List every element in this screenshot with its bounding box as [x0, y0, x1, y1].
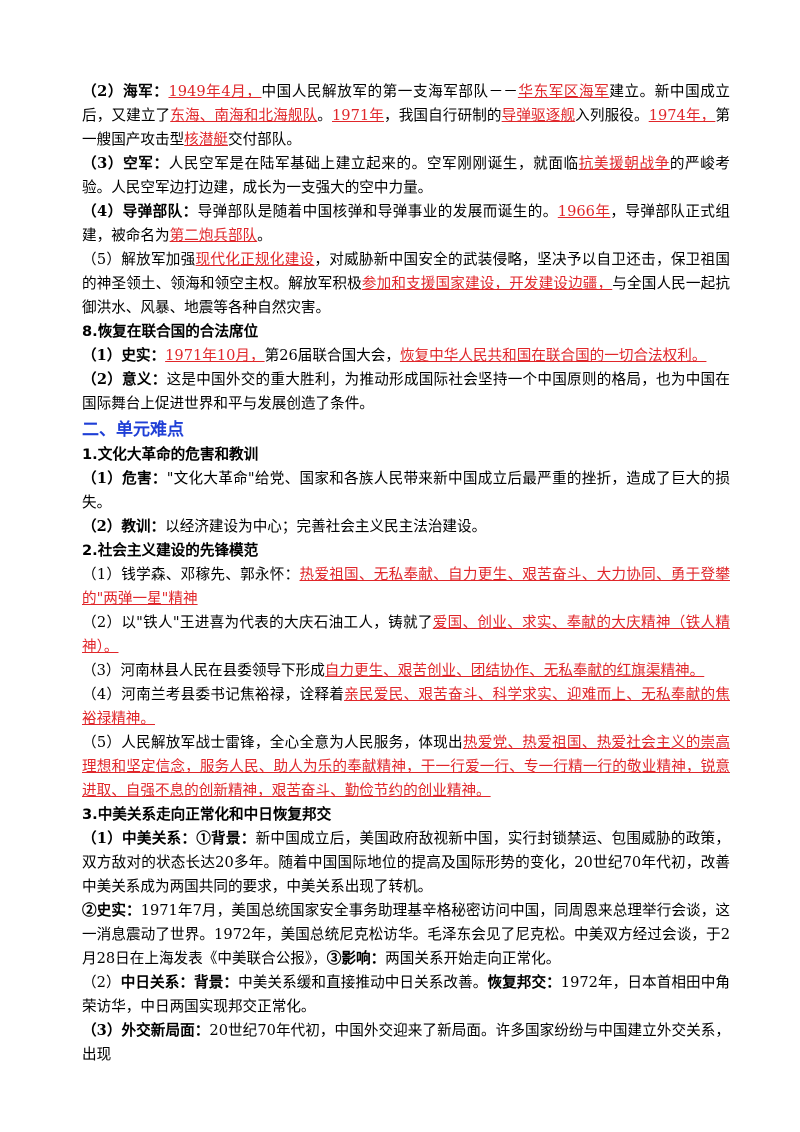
highlight: 1971年10月， — [165, 347, 265, 364]
highlight: 自力更生、艰苦创业、团结协作、无私奉献的红旗渠精神。 — [324, 662, 705, 679]
paragraph-un-significance: （2）意义：这是中国外交的重大胜利，为推动形成国际社会坚持一个中国原则的格局，也… — [82, 368, 730, 416]
text: 导弹部队是随着中国核弹和导弹事业的发展而诞生的。 — [197, 203, 558, 220]
text: （1）钱学森、邓稼先、郭永怀： — [82, 566, 300, 583]
highlight: 第二炮兵部队 — [169, 227, 258, 244]
label-sino-japan: 中日关系：背景： — [120, 974, 239, 991]
highlight: 热爱党、热爱祖国、热爱社会主义的崇高理想和坚定信念，服务人民、助人为乐的奉献精神… — [82, 734, 730, 799]
label-normalization: 恢复邦交： — [487, 974, 561, 991]
text: 两国关系开始走向正常化。 — [385, 950, 561, 967]
text: ，我国自行研制的 — [383, 107, 502, 124]
paragraph-jiao-yulu: （4）河南兰考县委书记焦裕禄，诠释着亲民爱民、艰苦奋斗、科学求实、迎难而上、无私… — [82, 683, 730, 731]
paragraph-new-diplomacy: （3）外交新局面：20世纪70年代初，中国外交迎来了新局面。许多国家纷纷与中国建… — [82, 1019, 730, 1067]
text: 。 — [317, 107, 333, 124]
text: 中国人民解放军的第一支海军部队－－ — [261, 83, 518, 100]
label-background: （1）中美关系：①背景： — [82, 830, 256, 847]
highlight: 爱国、创业、求实、奉献的大庆精神（铁人精神）。 — [82, 614, 730, 655]
highlight: 抗美援朝战争 — [578, 155, 670, 172]
text: （2） — [82, 974, 121, 991]
text: 的严峻考验。人民空军边打边建，成长为一支强大的空中力量。 — [82, 155, 730, 196]
highlight: 1966年 — [557, 203, 611, 220]
paragraph-lei-feng: （5）人民解放军战士雷锋，全心全意为人民服务，体现出热爱党、热爱祖国、热爱社会主… — [82, 731, 730, 803]
highlight: 热爱祖国、无私奉献、自力更生、艰苦奋斗、大力协同、勇于登攀的"两弹一星"精神 — [82, 566, 730, 607]
text: 与全国人民一起抗御洪水、风暴、地震等各种自然灾害。 — [82, 275, 730, 316]
text: 1972年，日本首相田中角荣访华，中日两国实现邦交正常化。 — [82, 974, 730, 1015]
paragraph-sino-japan: （2）中日关系：背景：中美关系缓和直接推动中日关系改善。恢复邦交：1972年，日… — [82, 971, 730, 1019]
text: 交付部队。 — [227, 131, 301, 148]
heading-sino-us-japan: 3.中美关系走向正常化和中日恢复邦交 — [82, 806, 332, 823]
paragraph-missile: （4）导弹部队：导弹部队是随着中国核弹和导弹事业的发展而诞生的。1966年，导弹… — [82, 200, 730, 248]
label-history: （1）史实： — [82, 347, 166, 364]
label-harm: （1）危害： — [82, 470, 167, 487]
label-significance: （2）意义： — [82, 371, 167, 388]
text: （5）解放军加强 — [82, 251, 196, 268]
text: ，导弹部队正式组建，被命名为 — [82, 203, 730, 244]
text: （3）河南林县人民在县委领导下形成 — [82, 662, 325, 679]
paragraph-harm: （1）危害："文化大革命"给党、国家和各族人民带来新中国成立后最严重的挫折，造成… — [82, 467, 730, 515]
highlight: 1971年 — [332, 107, 384, 124]
text: 建立。新中国成立后，又建立了 — [82, 83, 730, 124]
text: 这是中国外交的重大胜利，为推动形成国际社会坚持一个中国原则的格局，也为中国在国际… — [82, 371, 730, 412]
text: 入列服役。 — [575, 107, 649, 124]
text: 1971年7月，美国总统国家安全事务助理基辛格秘密访问中国，同周恩来总理举行会谈… — [82, 902, 730, 967]
heading-un-seat: 8.恢复在联合国的合法席位 — [82, 323, 259, 340]
text: 中美关系缓和直接推动中日关系改善。 — [238, 974, 488, 991]
highlight: 1974年， — [648, 107, 716, 124]
paragraph-pla: （5）解放军加强现代化正规化建设，对威胁新中国安全的武装侵略，坚决予以自卫还击，… — [82, 248, 730, 320]
paragraph-un-history: （1）史实：1971年10月，第26届联合国大会，恢复中华人民共和国在联合国的一… — [82, 344, 730, 368]
highlight: 导弹驱逐舰 — [501, 107, 576, 124]
text: 第一艘国产攻击型 — [82, 107, 730, 148]
highlight: 东海、南海和北海舰队 — [170, 107, 318, 124]
text: 。 — [257, 227, 272, 244]
highlight: 恢复中华人民共和国在联合国的一切合法权利。 — [399, 347, 707, 364]
text: 新中国成立后，美国政府敌视新中国，实行封锁禁运、包围威胁的政策，双方敌对的状态长… — [82, 830, 730, 895]
label-airforce: （3）空军： — [82, 155, 169, 172]
text: （4）河南兰考县委书记焦裕禄，诠释着 — [82, 686, 345, 703]
text: "文化大革命"给党、国家和各族人民带来新中国成立后最严重的挫折，造成了巨大的损失… — [82, 470, 730, 511]
label-new-diplomacy: （3）外交新局面： — [82, 1022, 210, 1039]
paragraph-daqing: （2）以"铁人"王进喜为代表的大庆石油工人，铸就了爱国、创业、求实、奉献的大庆精… — [82, 611, 730, 659]
highlight: 现代化正规化建设 — [195, 251, 315, 268]
paragraph-navy: （2）海军：1949年4月，中国人民解放军的第一支海军部队－－华东军区海军建立。… — [82, 80, 730, 152]
highlight: 亲民爱民、艰苦奋斗、科学求实、迎难而上、无私奉献的焦裕禄精神。 — [82, 686, 730, 727]
label-history: ②史实： — [82, 902, 141, 919]
highlight: 核潜艇 — [184, 131, 228, 148]
highlight: 参加和支援国家建设，开发建设边疆， — [361, 275, 613, 292]
paragraph-sino-us-background: （1）中美关系：①背景：新中国成立后，美国政府敌视新中国，实行封锁禁运、包围威胁… — [82, 827, 730, 899]
paragraph-airforce: （3）空军：人民空军是在陆军基础上建立起来的。空军刚刚诞生，就面临抗美援朝战争的… — [82, 152, 730, 200]
paragraph-sino-us-history: ②史实：1971年7月，美国总统国家安全事务助理基辛格秘密访问中国，同周恩来总理… — [82, 899, 730, 971]
highlight: 华东军区海军 — [517, 83, 610, 100]
label-navy: （2）海军： — [82, 83, 169, 100]
label-lesson: （2）教训： — [82, 518, 166, 535]
paragraph-two-bombs: （1）钱学森、邓稼先、郭永怀：热爱祖国、无私奉献、自力更生、艰苦奋斗、大力协同、… — [82, 563, 730, 611]
paragraph-hongqi-canal: （3）河南林县人民在县委领导下形成自力更生、艰苦创业、团结协作、无私奉献的红旗渠… — [82, 659, 730, 683]
text: ，对威胁新中国安全的武装侵略，坚决予以自卫还击，保卫祖国的神圣领土、领海和领空主… — [82, 251, 730, 292]
label-impact: ③影响： — [326, 950, 386, 967]
paragraph-lesson: （2）教训：以经济建设为中心；完善社会主义民主法治建设。 — [82, 515, 730, 539]
text: （5）人民解放军战士雷锋，全心全意为人民服务，体现出 — [82, 734, 463, 751]
text: （2）以"铁人"王进喜为代表的大庆石油工人，铸就了 — [82, 614, 433, 631]
label-missile: （4）导弹部队： — [82, 203, 198, 220]
heading-cultural-revolution: 1.文化大革命的危害和教训 — [82, 446, 259, 463]
text: 20世纪70年代初，中国外交迎来了新局面。许多国家纷纷与中国建立外交关系，出现 — [82, 1022, 730, 1063]
highlight: 1949年4月， — [168, 83, 262, 100]
text: 第26届联合国大会， — [264, 347, 400, 364]
section-heading: 二、单元难点 — [82, 420, 184, 440]
text: 人民空军是在陆军基础上建立起来的。空军刚刚诞生，就面临 — [168, 155, 579, 172]
text: 以经济建设为中心；完善社会主义民主法治建设。 — [165, 518, 487, 535]
heading-role-models: 2.社会主义建设的先锋模范 — [82, 542, 259, 559]
